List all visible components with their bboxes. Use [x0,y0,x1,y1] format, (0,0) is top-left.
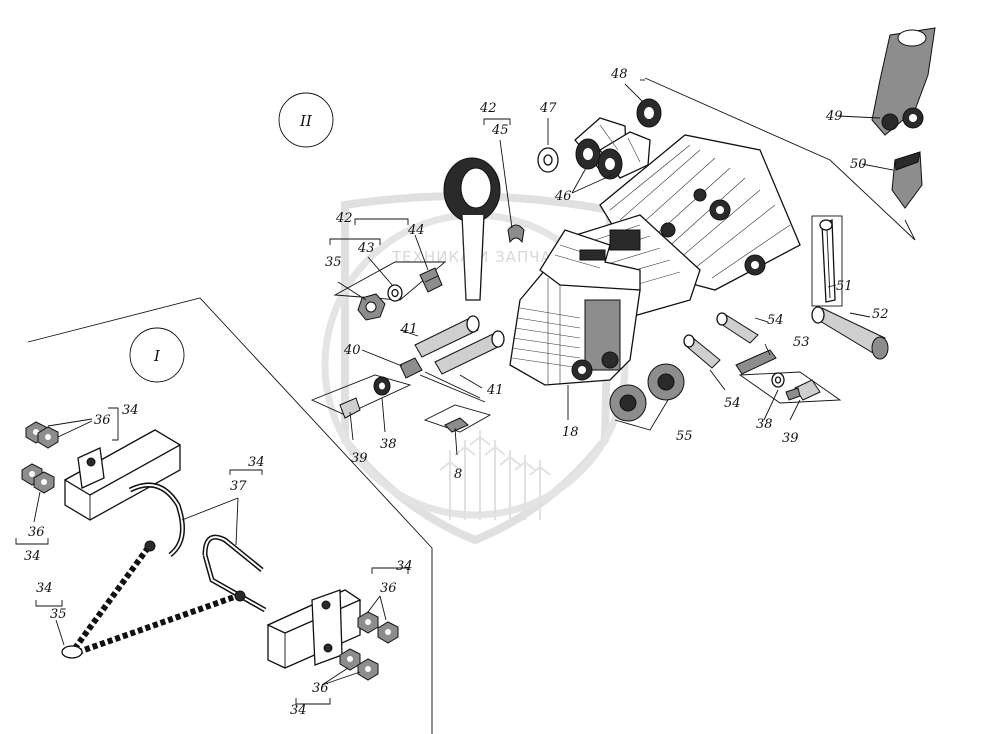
callout-47: 47 [539,101,557,116]
svg-text:II: II [299,112,313,130]
callout-39-right: 39 [782,431,799,446]
part-50-insert [891,151,923,209]
part-41-pins [414,315,505,375]
callout-53: 53 [793,335,810,350]
watermark-text: ТЕХНИКА И ЗАПЧАСТИ [391,248,586,266]
callout-54-lower: 54 [724,396,741,411]
callout-35-top: 35 [325,255,342,270]
section-1-u-bolts-37 [128,482,267,613]
callout-8: 8 [454,467,462,482]
callout-35-chain: 35 [50,607,67,622]
callout-36-right: 36 [380,581,397,596]
callout-46: 46 [554,189,572,204]
callout-49: 49 [825,109,843,124]
part-40-plate [399,357,486,403]
callout-52: 52 [872,307,889,322]
callout-36-left: 36 [28,525,45,540]
callout-34-mid: 34 [248,455,265,470]
callout-34-chain: 34 [36,581,53,596]
callout-34-upper: 34 [122,403,139,418]
leader-lines [15,83,894,705]
section-1-marker: I [129,327,185,383]
callout-51: 51 [836,279,853,294]
part-47-washer [537,147,559,173]
part-45-eye-thimble [443,157,525,301]
section-1-lower-bracket [266,589,362,669]
callout-48: 48 [610,67,628,82]
callout-36-bottom: 36 [312,681,329,696]
part-54-pins [683,312,759,369]
section-1-border [27,297,433,734]
callout-55: 55 [676,429,693,444]
callout-50: 50 [850,157,867,172]
callout-39-left: 39 [351,451,368,466]
part-52-pin [811,306,889,360]
section-1-upper-bracket [63,429,182,521]
callout-34-left: 34 [24,549,41,564]
callout-38-left: 38 [380,437,397,452]
part-53-plate [735,349,777,375]
callout-37: 37 [230,479,247,494]
section-1-nuts-36-right [339,611,399,681]
callout-18: 18 [562,425,579,440]
callout-34-bottom: 34 [290,703,307,718]
callout-42-left: 42 [335,211,353,226]
callout-34-right: 34 [396,559,413,574]
callout-40: 40 [343,343,361,358]
part-38-39-right [738,371,842,404]
callout-41-upper: 41 [400,322,418,337]
callout-44: 44 [407,223,425,238]
part-49-clevis [871,27,936,136]
callout-42-top: 42 [479,101,497,116]
cutter-head-assembly [509,134,801,386]
part-55-rollers [609,363,685,422]
part-8-grease-fitting [423,404,492,433]
callout-41-lower: 41 [486,383,504,398]
callout-labels: 48 49 50 47 42 45 46 42 44 43 35 51 52 4… [24,67,889,718]
callout-45: 45 [491,123,509,138]
part-46-bushings [574,117,651,180]
part-43-35-fastener [357,284,403,321]
section-1-nuts-36-upper [25,421,59,449]
part-38-39-left [310,374,412,419]
axis-line-top [644,77,916,241]
callout-38-right: 38 [756,417,773,432]
section-1-nuts-36-left [21,463,55,494]
part-51-cotter-pin [811,215,843,307]
svg-text:I: I [153,347,161,365]
section-2-marker: II [278,92,334,148]
section-1-chain-35 [61,540,246,659]
callout-36-upper: 36 [94,413,111,428]
callout-54-upper: 54 [767,313,784,328]
part-48-nut [636,98,662,128]
callout-43: 43 [357,241,375,256]
